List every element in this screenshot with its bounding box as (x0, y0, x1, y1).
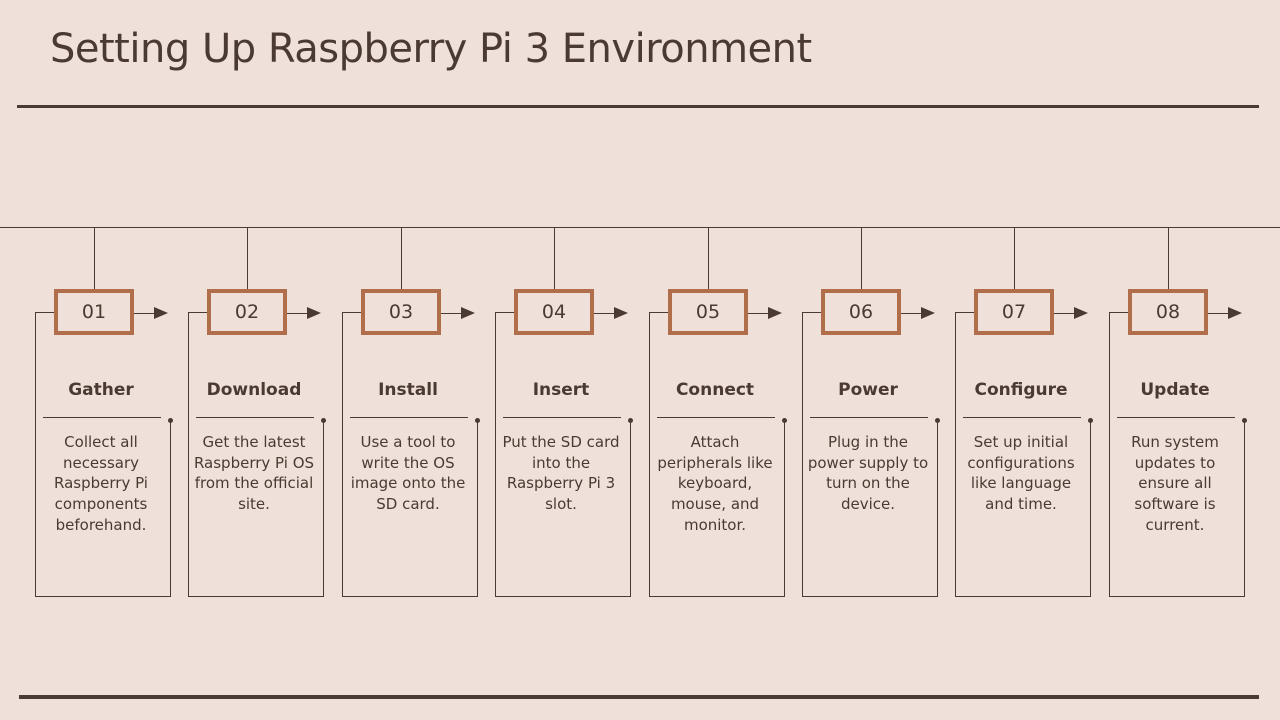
card-divider (350, 417, 468, 418)
arrow-right-icon (154, 307, 168, 319)
step-number-box: 01 (54, 289, 134, 335)
card-connector (495, 312, 514, 313)
arrow-right-icon (921, 307, 935, 319)
card-divider (810, 417, 928, 418)
connector-line (1014, 227, 1015, 289)
card-divider (43, 417, 161, 418)
step-description: Use a tool to write the OS image onto th… (350, 433, 466, 514)
arrow-line (594, 313, 614, 314)
step-description: Collect all necessary Raspberry Pi compo… (54, 433, 148, 534)
card-right-border (1244, 420, 1245, 597)
card-bottom-border (649, 596, 785, 597)
connector-line (861, 227, 862, 289)
card-right-border (784, 420, 785, 597)
connector-line (247, 227, 248, 289)
footer-rule (19, 695, 1259, 699)
arrow-line (134, 313, 154, 314)
arrow-line (441, 313, 461, 314)
card-bottom-border (955, 596, 1091, 597)
card-divider (657, 417, 775, 418)
arrow-line (901, 313, 921, 314)
step-title: Configure (974, 380, 1068, 400)
card-bottom-border (188, 596, 324, 597)
step-title: Update (1140, 380, 1210, 400)
card-bottom-border (495, 596, 631, 597)
step-number-box: 08 (1128, 289, 1208, 335)
connector-line (94, 227, 95, 289)
card-connector (802, 312, 821, 313)
card-bottom-border (35, 596, 171, 597)
arrow-right-icon (461, 307, 475, 319)
step-number-box: 06 (821, 289, 901, 335)
step-description: Put the SD card into the Raspberry Pi 3 … (502, 433, 620, 514)
card-bottom-border (1109, 596, 1245, 597)
card-connector (955, 312, 974, 313)
arrow-line (1208, 313, 1228, 314)
connector-line (554, 227, 555, 289)
card-connector (649, 312, 668, 313)
card-left-border (342, 312, 343, 597)
card-left-border (188, 312, 189, 597)
step-title: Connect (675, 380, 755, 400)
card-right-border (630, 420, 631, 597)
card-connector (1109, 312, 1128, 313)
card-connector (188, 312, 207, 313)
step-title: Power (838, 380, 898, 400)
card-divider (1117, 417, 1235, 418)
card-left-border (495, 312, 496, 597)
step-number-box: 07 (974, 289, 1054, 335)
card-left-border (649, 312, 650, 597)
arrow-right-icon (1228, 307, 1242, 319)
card-right-border (323, 420, 324, 597)
arrow-line (287, 313, 307, 314)
connector-line (708, 227, 709, 289)
card-right-border (477, 420, 478, 597)
card-divider (196, 417, 314, 418)
arrow-right-icon (768, 307, 782, 319)
arrow-right-icon (1074, 307, 1088, 319)
step-description: Plug in the power supply to turn on the … (807, 433, 929, 514)
card-bottom-border (802, 596, 938, 597)
connector-line (1168, 227, 1169, 289)
card-left-border (955, 312, 956, 597)
card-divider (503, 417, 621, 418)
step-title: Insert (532, 380, 590, 400)
step-title: Download (206, 380, 302, 400)
arrow-right-icon (307, 307, 321, 319)
card-divider (963, 417, 1081, 418)
card-right-border (1090, 420, 1091, 597)
step-description: Get the latest Raspberry Pi OS from the … (193, 433, 315, 514)
card-right-border (937, 420, 938, 597)
arrow-right-icon (614, 307, 628, 319)
connector-line (401, 227, 402, 289)
timeline-line (0, 227, 1280, 228)
card-left-border (35, 312, 36, 597)
card-connector (35, 312, 54, 313)
card-left-border (1109, 312, 1110, 597)
title-underline (17, 105, 1259, 108)
step-number-box: 02 (207, 289, 287, 335)
step-description: Set up initial configurations like langu… (967, 433, 1075, 514)
card-connector (342, 312, 361, 313)
card-bottom-border (342, 596, 478, 597)
step-description: Attach peripherals like keyboard, mouse,… (657, 433, 773, 534)
step-title: Gather (68, 380, 134, 400)
step-number-box: 04 (514, 289, 594, 335)
step-description: Run system updates to ensure all softwar… (1131, 433, 1219, 534)
card-left-border (802, 312, 803, 597)
step-number-box: 03 (361, 289, 441, 335)
arrow-line (1054, 313, 1074, 314)
step-title: Install (378, 380, 438, 400)
card-right-border (170, 420, 171, 597)
page-title: Setting Up Raspberry Pi 3 Environment (50, 26, 812, 72)
arrow-line (748, 313, 768, 314)
step-number-box: 05 (668, 289, 748, 335)
